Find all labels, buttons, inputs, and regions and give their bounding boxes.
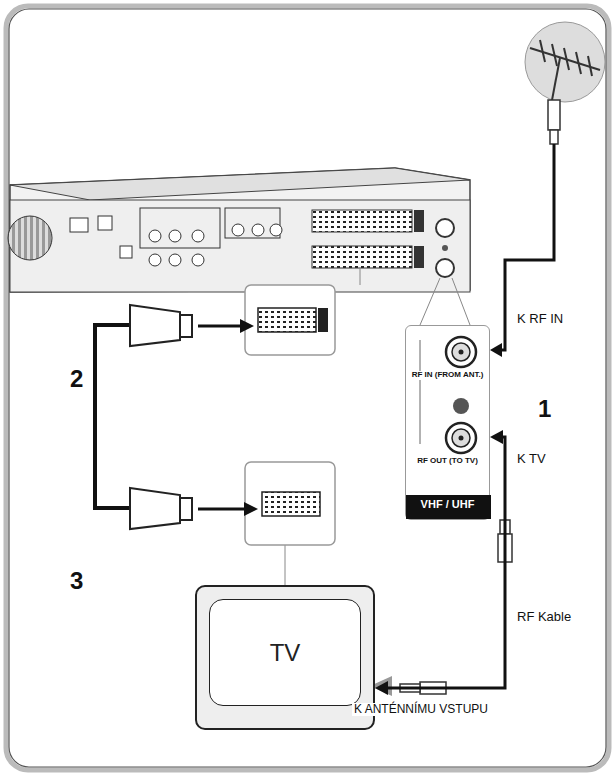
- connection-label: K TV: [515, 452, 548, 466]
- arrowhead: [375, 681, 388, 695]
- rf-jack-core: [452, 429, 470, 447]
- scart-inset: [245, 285, 335, 355]
- connection-label: K RF IN: [515, 312, 565, 326]
- scart-socket: [262, 492, 320, 516]
- tv-screen: TV: [209, 599, 361, 706]
- scart-inset: [245, 462, 335, 545]
- tv-label: TV: [270, 639, 301, 667]
- callout-number: 2: [68, 366, 85, 392]
- scart-socket: [258, 308, 316, 332]
- callout-number: 1: [536, 396, 553, 422]
- insert-arrow: [198, 319, 258, 516]
- antenna-symbol: [530, 40, 600, 100]
- jack-drawing: [406, 326, 491, 521]
- rf-jack: [446, 337, 476, 367]
- arrowhead: [490, 430, 503, 444]
- jack-label: RF IN (FROM ANT.): [409, 371, 486, 380]
- tv-set: TV: [195, 585, 375, 730]
- rf-jack-pin: [459, 436, 464, 441]
- connection-label: K ANTÉNNÍMU VSTUPU: [352, 703, 490, 716]
- frame: [6, 6, 609, 770]
- scart-plug: [130, 305, 192, 529]
- band-text: VHF / UHF: [409, 498, 486, 510]
- recorder-back-panel: [8, 168, 470, 292]
- connector-panel: RF IN (FROM ANT.) RF OUT (TO TV) VHF / UHF: [405, 325, 490, 520]
- rf-plug: [400, 520, 512, 694]
- rf-jack: [446, 423, 476, 453]
- panel-band: [406, 495, 491, 519]
- scart-tag: [318, 308, 328, 332]
- jack-label: RF OUT (TO TV): [409, 457, 486, 466]
- rf-jack-pin: [459, 350, 464, 355]
- scart-cable: [95, 325, 130, 508]
- panel-screw: [453, 398, 469, 414]
- rf-jack-core: [452, 343, 470, 361]
- panel-rule: [420, 340, 421, 444]
- antenna-bubble: [525, 22, 605, 102]
- edge-label: RF Kable: [515, 610, 573, 624]
- frame-inner: [9, 9, 606, 767]
- callout-number: 3: [68, 568, 85, 594]
